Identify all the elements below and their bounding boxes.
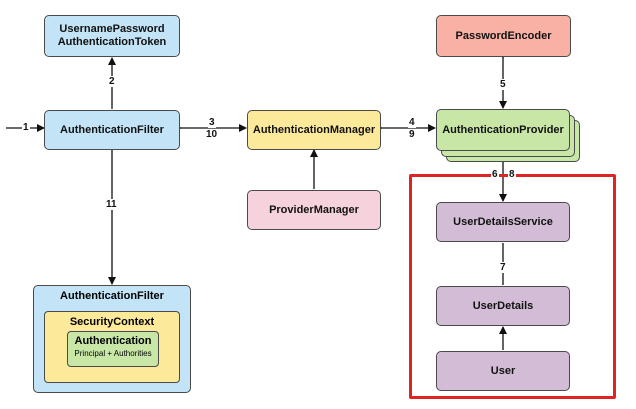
user-node: User [436, 351, 570, 391]
edge-label-6: 6 [491, 169, 499, 180]
edge-label-8: 8 [508, 169, 516, 180]
authentication-object-title: Authentication [74, 335, 152, 347]
authentication-manager-node: AuthenticationManager [247, 110, 381, 150]
authentication-filter-container-title: AuthenticationFilter [60, 290, 164, 302]
authentication-object-node: Authentication Principal + Authorities [67, 331, 159, 367]
security-context-title: SecurityContext [69, 316, 155, 328]
edge-label-3: 3 [208, 117, 216, 128]
security-context-container: SecurityContext Authentication Principal… [44, 311, 180, 383]
authentication-filter-node: AuthenticationFilter [44, 110, 180, 150]
token-node: UsernamePassword AuthenticationToken [44, 15, 180, 57]
edge-label-4: 4 [408, 117, 416, 128]
authentication-filter-container: AuthenticationFilter SecurityContext Aut… [33, 285, 191, 393]
edge-label-1: 1 [22, 122, 30, 133]
user-details-service-node: UserDetailsService [436, 202, 570, 242]
user-details-node: UserDetails [436, 286, 570, 326]
edge-label-10: 10 [205, 129, 219, 140]
authentication-object-subtitle: Principal + Authorities [74, 349, 152, 358]
edge-label-7: 7 [499, 262, 507, 273]
edge-label-9: 9 [408, 129, 416, 140]
authentication-provider-node: AuthenticationProvider [436, 109, 570, 151]
provider-manager-node: ProviderManager [247, 190, 381, 230]
edge-label-11: 11 [105, 199, 118, 210]
password-encoder-node: PasswordEncoder [436, 15, 571, 57]
edge-label-5: 5 [499, 79, 507, 90]
edge-label-2: 2 [108, 76, 116, 87]
